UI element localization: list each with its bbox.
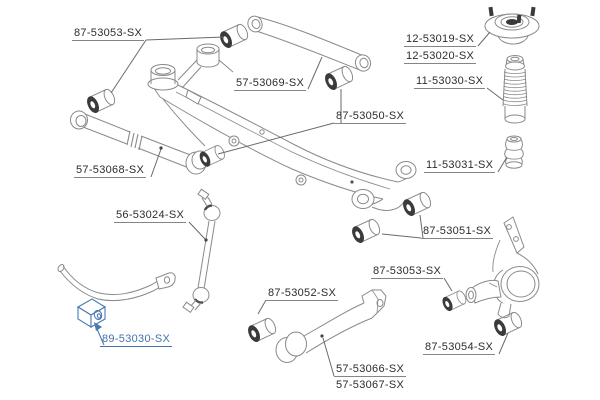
part-label-57-53066-sx[interactable]: 57-53066-SX: [334, 363, 407, 377]
part-label-57-53067-sx[interactable]: 57-53067-SX: [336, 379, 405, 391]
selected-part-drawing[interactable]: [76, 298, 107, 328]
part-label-87-53053-sx-top[interactable]: 87-53053-SX: [72, 27, 145, 41]
knuckle-drawing: [465, 216, 540, 319]
bushing-icon: [245, 316, 279, 344]
bushing-icon: [217, 22, 251, 50]
strut-boot-drawing: [502, 55, 528, 124]
stabilizer-link-drawing: [182, 188, 221, 314]
selected-leader-line: [94, 322, 105, 346]
bushing-icon: [440, 289, 469, 313]
trailing-arm-drawing: [275, 289, 387, 363]
bushing-icon: [322, 64, 356, 92]
part-label-12-53020-sx[interactable]: 12-53020-SX: [404, 50, 477, 64]
bump-stop-drawing: [504, 135, 524, 169]
bushing-icon: [400, 190, 434, 218]
bushing-icon: [349, 217, 383, 245]
part-label-57-53069-sx[interactable]: 57-53069-SX: [234, 77, 307, 91]
part-label-87-53051-sx[interactable]: 87-53051-SX: [421, 225, 494, 239]
upper-arm-drawing: [247, 15, 372, 72]
leader-lines: [110, 31, 509, 377]
part-label-57-53068-sx[interactable]: 57-53068-SX: [74, 164, 147, 178]
part-label-87-53054-sx[interactable]: 87-53054-SX: [423, 341, 496, 355]
subframe-drawing: [147, 43, 417, 211]
part-label-87-53053-sx-right[interactable]: 87-53053-SX: [371, 265, 444, 279]
strut-mount-drawing: [484, 6, 540, 45]
stabilizer-bar-drawing: [57, 264, 176, 302]
part-label-12-53019-sx[interactable]: 12-53019-SX: [404, 33, 477, 47]
part-label-11-53031-sx[interactable]: 11-53031-SX: [424, 159, 496, 173]
part-label-87-53050-sx[interactable]: 87-53050-SX: [334, 110, 407, 124]
part-label-89-53030-sx-selected[interactable]: 89-53030-SX: [100, 333, 173, 347]
part-label-56-53024-sx[interactable]: 56-53024-SX: [114, 209, 187, 223]
part-label-87-53052-sx[interactable]: 87-53052-SX: [266, 287, 339, 301]
part-label-11-53030-sx[interactable]: 11-53030-SX: [414, 75, 486, 89]
